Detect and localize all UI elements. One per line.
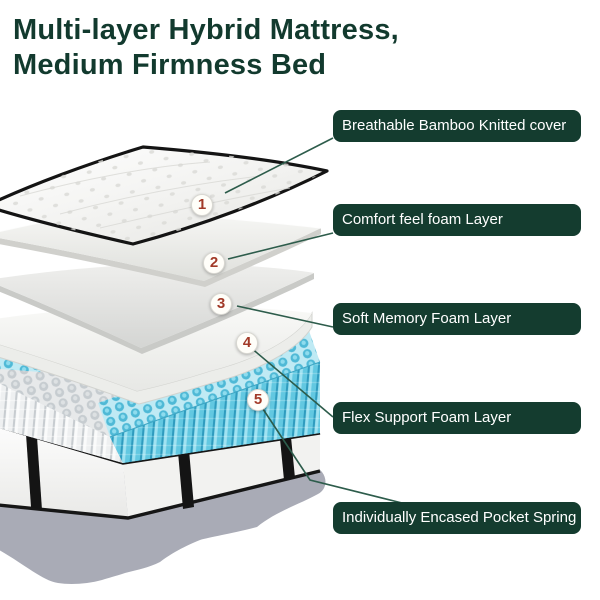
layer-number-badge-2: 2 bbox=[203, 252, 225, 274]
bamboo-cover-layer bbox=[0, 145, 329, 246]
leader-line-1 bbox=[224, 137, 334, 194]
soft-memory-foam-layer bbox=[0, 262, 314, 354]
callout-label-memory-foam: Soft Memory Foam Layer bbox=[333, 303, 581, 335]
leader-line-2 bbox=[227, 232, 334, 260]
leader-line-3 bbox=[236, 305, 334, 328]
callout-label-cover: Breathable Bamboo Knitted cover bbox=[333, 110, 581, 142]
title-line-2: Medium Firmness Bed bbox=[13, 49, 327, 81]
leader-line-5 bbox=[260, 405, 403, 504]
layer-number-badge-5: 5 bbox=[247, 389, 269, 411]
callout-label-comfort-foam: Comfort feel foam Layer bbox=[333, 204, 581, 236]
callout-label-flex-foam: Flex Support Foam Layer bbox=[333, 402, 581, 434]
border-strap bbox=[280, 437, 295, 480]
leader-line-4 bbox=[249, 346, 334, 418]
leader-lines bbox=[224, 137, 403, 504]
border-strap bbox=[26, 434, 42, 510]
layer-number-badge-4: 4 bbox=[236, 332, 258, 354]
border-strap bbox=[178, 450, 194, 509]
layer-number-badge-1: 1 bbox=[191, 194, 213, 216]
title-line-1: Multi-layer Hybrid Mattress, bbox=[13, 14, 399, 46]
flex-support-foam-layer bbox=[0, 305, 313, 405]
page-title: Multi-layer Hybrid Mattress, Medium Firm… bbox=[13, 13, 399, 83]
layer-number-badge-3: 3 bbox=[210, 293, 232, 315]
callout-label-pocket-spring: Individually Encased Pocket Spring bbox=[333, 502, 581, 534]
